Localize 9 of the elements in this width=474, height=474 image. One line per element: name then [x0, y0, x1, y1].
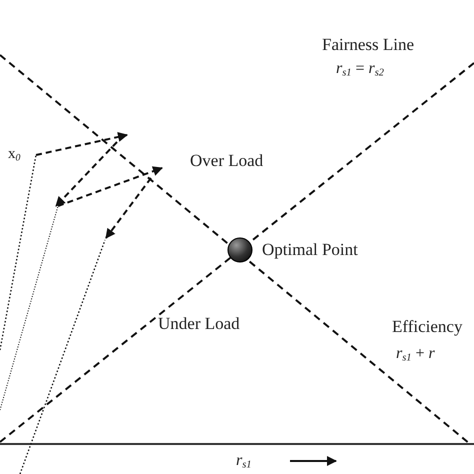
- point-label: Optimal Point: [262, 241, 358, 260]
- region-label: r$_{s1}$: [236, 452, 252, 472]
- region-label: r$_{s1}$ + r: [396, 345, 435, 364]
- region-label: Efficiency: [392, 318, 462, 337]
- region-label: x$_{0}$: [8, 146, 20, 164]
- region-label: r$_{s1}$ = r$_{s2}$: [336, 60, 384, 80]
- region-label: Over Load: [190, 152, 264, 171]
- region-label: Under Load: [158, 315, 240, 334]
- region-label: Fairness Line: [322, 36, 414, 55]
